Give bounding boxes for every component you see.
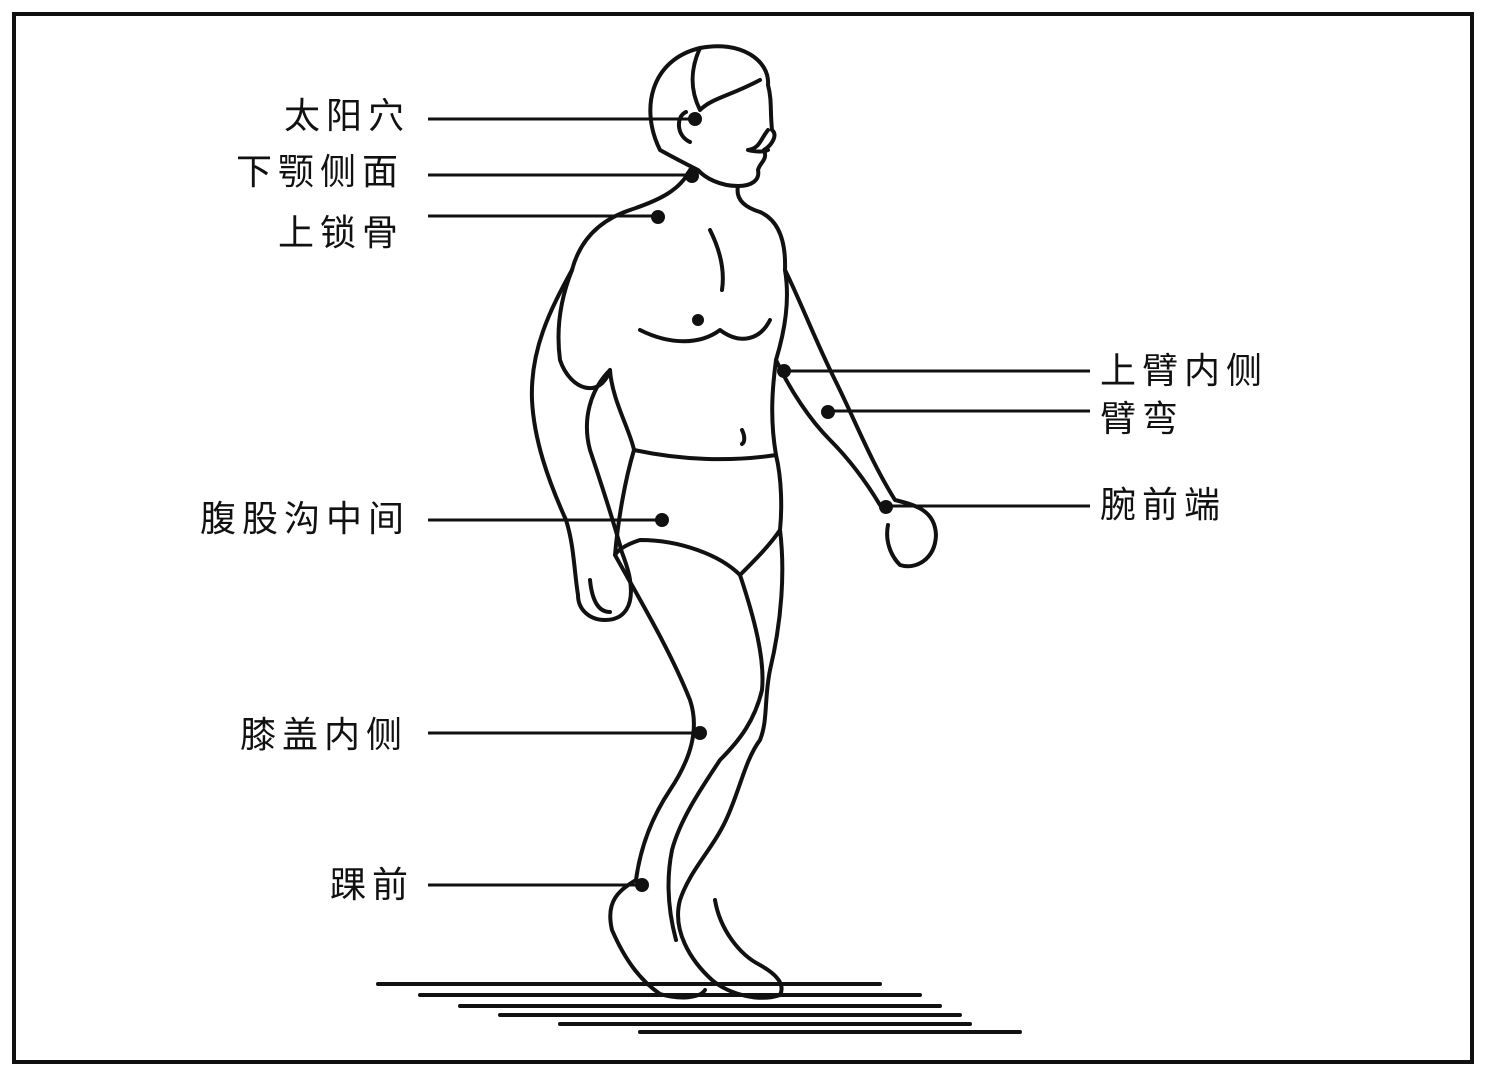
label-groin-middle: 腹股沟中间	[200, 500, 410, 540]
pec-line	[640, 320, 770, 341]
point-supraclavicle	[651, 210, 665, 224]
torso-left	[559, 270, 635, 450]
hair-line	[693, 48, 761, 110]
label-temple: 太阳穴	[284, 97, 410, 137]
front-leg	[678, 530, 782, 998]
point-lower-jaw-side	[685, 169, 699, 183]
front-arm-outer	[785, 270, 936, 566]
neck-right	[738, 186, 786, 270]
label-upper-arm-inner: 上臂内侧	[1100, 352, 1268, 392]
torso-right	[772, 270, 787, 455]
point-upper-arm-inner	[777, 364, 791, 378]
point-ankle-front	[635, 878, 649, 892]
point-knee-inner	[693, 726, 707, 740]
point-groin-middle	[655, 513, 669, 527]
back-hand	[590, 580, 610, 612]
back-leg	[610, 555, 705, 997]
briefs	[615, 450, 781, 575]
label-ankle-front: 踝前	[330, 866, 414, 906]
neck-left	[572, 170, 690, 270]
point-chest	[692, 314, 704, 326]
navel	[742, 430, 744, 444]
label-knee-inner: 膝盖内侧	[240, 716, 408, 756]
chest-line	[710, 230, 723, 290]
head-outline	[650, 46, 774, 186]
label-elbow-bend: 臂弯	[1100, 400, 1184, 440]
label-supraclavicle: 上锁骨	[278, 214, 404, 254]
point-temple	[688, 112, 702, 126]
front-arm-inner	[776, 360, 880, 505]
back-arm	[532, 270, 631, 620]
ear	[679, 112, 690, 142]
point-wrist-front	[879, 500, 893, 514]
point-elbow-bend	[821, 405, 835, 419]
label-wrist-front: 腕前端	[1100, 486, 1226, 526]
label-lower-jaw-side: 下颚侧面	[236, 153, 404, 193]
